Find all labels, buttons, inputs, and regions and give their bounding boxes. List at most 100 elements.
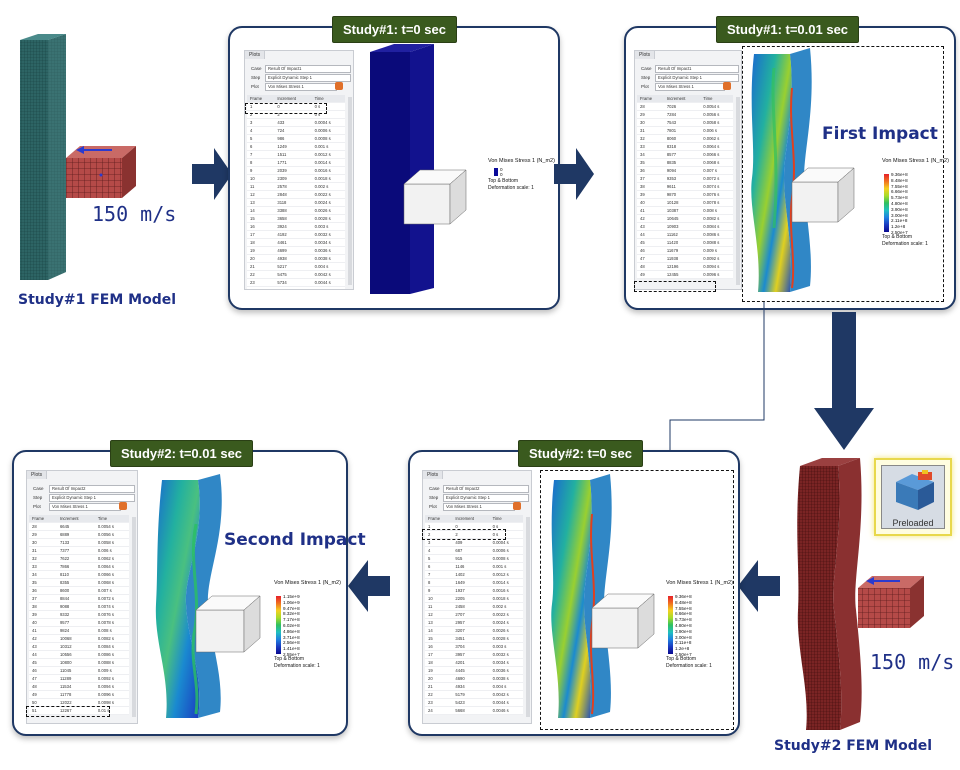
step-dropdown[interactable]: Explicit Dynamic Step 1: [443, 494, 529, 502]
case-dropdown[interactable]: Result Of Impact1: [265, 65, 351, 73]
plot-settings-icon[interactable]: [723, 82, 731, 90]
col-time[interactable]: Time: [311, 95, 345, 103]
plot-settings-icon[interactable]: [119, 502, 127, 510]
col-frame[interactable]: Frame: [637, 95, 664, 103]
col-frame[interactable]: Frame: [425, 515, 453, 523]
step-dropdown[interactable]: Explicit Dynamic Step 1: [655, 74, 739, 82]
table-row[interactable]: 2459930.0046 s: [247, 286, 345, 289]
plot-dropdown[interactable]: Von Mises Stress 1: [655, 83, 725, 91]
table-scrollbar[interactable]: [132, 517, 136, 717]
plot-dropdown[interactable]: Von Mises Stress 1: [265, 83, 337, 91]
col-frame[interactable]: Frame: [247, 95, 275, 103]
case-dropdown[interactable]: Result Of Impact2: [443, 485, 529, 493]
col-increment[interactable]: Increment: [274, 95, 312, 103]
step-dropdown[interactable]: Explicit Dynamic Step 1: [265, 74, 351, 82]
plots-tab[interactable]: Plots: [423, 471, 444, 479]
col-frame[interactable]: Frame: [29, 515, 57, 523]
plots-tab[interactable]: Plots: [635, 51, 656, 59]
plot-dropdown[interactable]: Von Mises Stress 1: [49, 503, 121, 511]
table-scrollbar[interactable]: [348, 97, 352, 285]
table-scrollbar[interactable]: [736, 97, 740, 285]
case-dropdown[interactable]: Result Of Impact2: [49, 485, 135, 493]
